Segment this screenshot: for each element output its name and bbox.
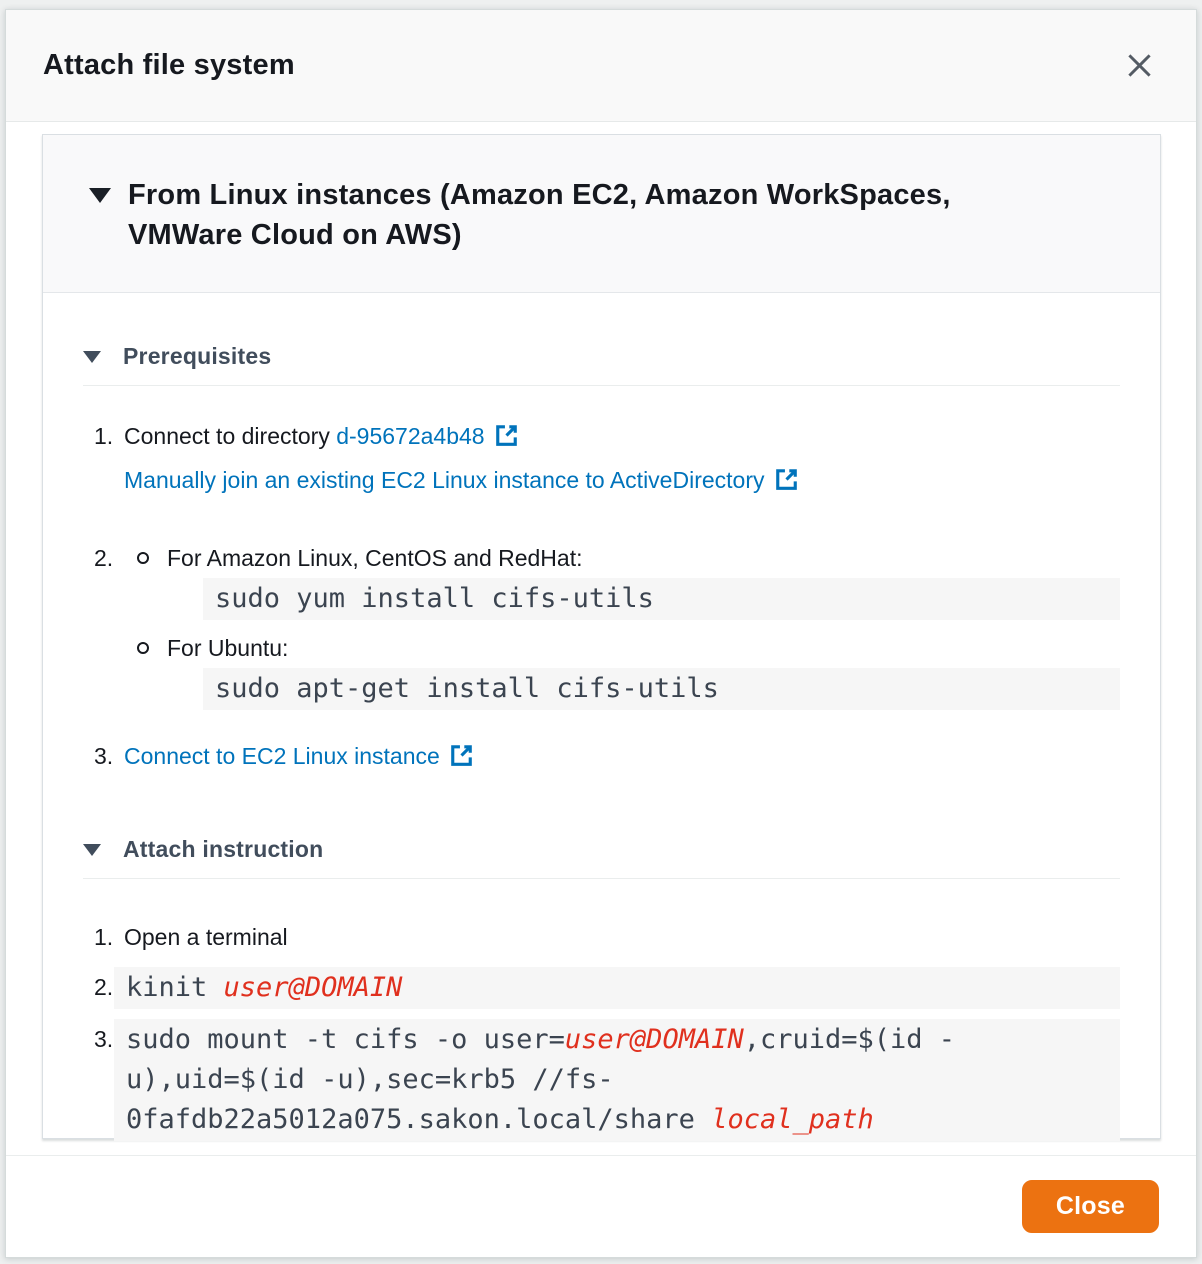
attach-instruction-section-header[interactable]: Attach instruction bbox=[83, 836, 1120, 863]
code-text: sudo yum install cifs-utils bbox=[215, 583, 654, 614]
prerequisites-heading: Prerequisites bbox=[123, 343, 272, 369]
linux-instances-section-title: From Linux instances (Amazon EC2, Amazon… bbox=[128, 179, 951, 251]
list-number: 2. bbox=[94, 974, 114, 1000]
manually-join-link[interactable]: Manually join an existing EC2 Linux inst… bbox=[124, 467, 765, 493]
circle-bullet-icon bbox=[137, 552, 149, 564]
sub-list-item: For Ubuntu: sudo apt-get install cifs-ut… bbox=[124, 628, 1120, 710]
caret-down-icon bbox=[89, 188, 111, 203]
attach-instruction-heading: Attach instruction bbox=[123, 836, 324, 862]
modal-title: Attach file system bbox=[43, 49, 295, 81]
list-item: 1. Connect to directory d-95672a4b48 Man… bbox=[94, 416, 1120, 504]
code-variable: user@DOMAIN bbox=[564, 1024, 744, 1055]
list-item: 2. kinit user@DOMAIN bbox=[94, 967, 1120, 1009]
list-item: 2. For Amazon Linux, CentOS and RedHat: … bbox=[94, 538, 1120, 710]
code-variable: local_path bbox=[711, 1104, 874, 1135]
list-item: 3. sudo mount -t cifs -o user=user@DOMAI… bbox=[94, 1019, 1120, 1141]
modal-header: Attach file system bbox=[6, 10, 1196, 122]
close-button[interactable]: Close bbox=[1021, 1180, 1159, 1233]
amazon-linux-label: For Amazon Linux, CentOS and RedHat: bbox=[167, 545, 583, 571]
divider bbox=[83, 385, 1120, 386]
mount-code: sudo mount -t cifs -o user=user@DOMAIN,c… bbox=[114, 1019, 1120, 1141]
code-text: ,cruid=$(id - u),uid=$(id -u),sec=krb5 /… bbox=[126, 1024, 956, 1135]
yum-install-code: sudo yum install cifs-utils bbox=[203, 578, 1120, 620]
divider bbox=[83, 878, 1120, 879]
list-number: 1. bbox=[94, 924, 114, 950]
code-text: kinit bbox=[126, 972, 224, 1003]
connect-directory-text: Connect to directory bbox=[124, 423, 337, 449]
list-item: 1. Open a terminal bbox=[94, 917, 1120, 957]
panel-content: Prerequisites 1. Connect to directory d-… bbox=[43, 293, 1160, 1155]
close-icon[interactable] bbox=[1122, 49, 1156, 83]
ubuntu-label: For Ubuntu: bbox=[167, 635, 289, 661]
list-number: 3. bbox=[94, 1026, 114, 1052]
modal-footer: Close bbox=[6, 1155, 1196, 1257]
caret-down-icon bbox=[83, 843, 101, 856]
apt-install-code: sudo apt-get install cifs-utils bbox=[203, 668, 1120, 710]
circle-bullet-icon bbox=[137, 642, 149, 654]
open-terminal-text: Open a terminal bbox=[124, 924, 288, 950]
external-link-icon[interactable] bbox=[449, 740, 474, 780]
directory-link[interactable]: d-95672a4b48 bbox=[336, 423, 485, 449]
modal-body: From Linux instances (Amazon EC2, Amazon… bbox=[6, 122, 1196, 1155]
caret-down-icon bbox=[83, 350, 101, 363]
list-number: 2. bbox=[94, 545, 114, 571]
list-number: 1. bbox=[94, 423, 114, 449]
code-text: sudo mount -t cifs -o user= bbox=[126, 1024, 565, 1055]
prerequisites-section-header[interactable]: Prerequisites bbox=[83, 343, 1120, 370]
kinit-code: kinit user@DOMAIN bbox=[114, 967, 1120, 1009]
list-item: 3. Connect to EC2 Linux instance bbox=[94, 736, 1120, 780]
external-link-icon[interactable] bbox=[494, 420, 519, 460]
attach-file-system-modal: Attach file system From Linux instances … bbox=[5, 9, 1197, 1258]
connect-ec2-link[interactable]: Connect to EC2 Linux instance bbox=[124, 743, 440, 769]
code-text: sudo apt-get install cifs-utils bbox=[215, 673, 719, 704]
sub-list-item: For Amazon Linux, CentOS and RedHat: sud… bbox=[124, 538, 1120, 620]
linux-instances-section-header[interactable]: From Linux instances (Amazon EC2, Amazon… bbox=[43, 135, 1160, 293]
linux-instances-expandable-section: From Linux instances (Amazon EC2, Amazon… bbox=[42, 134, 1161, 1141]
list-number: 3. bbox=[94, 743, 114, 769]
external-link-icon[interactable] bbox=[774, 464, 799, 504]
code-variable: user@DOMAIN bbox=[223, 972, 403, 1003]
